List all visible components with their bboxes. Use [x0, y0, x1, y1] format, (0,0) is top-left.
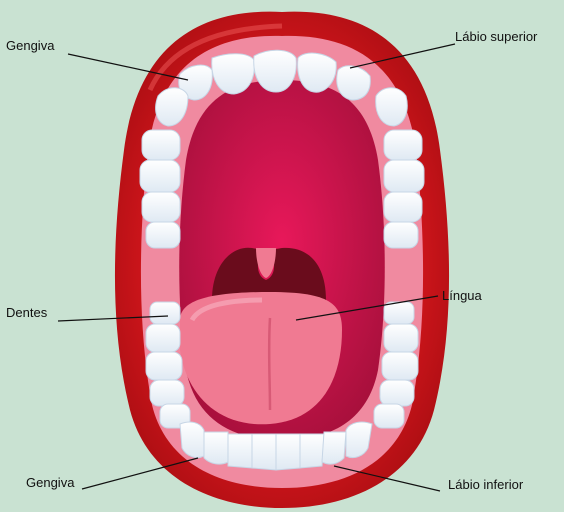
label-gengiva-bottom: Gengiva — [26, 475, 74, 490]
label-gengiva-top: Gengiva — [6, 38, 54, 53]
label-dentes: Dentes — [6, 305, 47, 320]
label-lingua: Língua — [442, 288, 482, 303]
label-labio-inferior: Lábio inferior — [448, 477, 523, 492]
label-labio-superior: Lábio superior — [455, 29, 537, 44]
